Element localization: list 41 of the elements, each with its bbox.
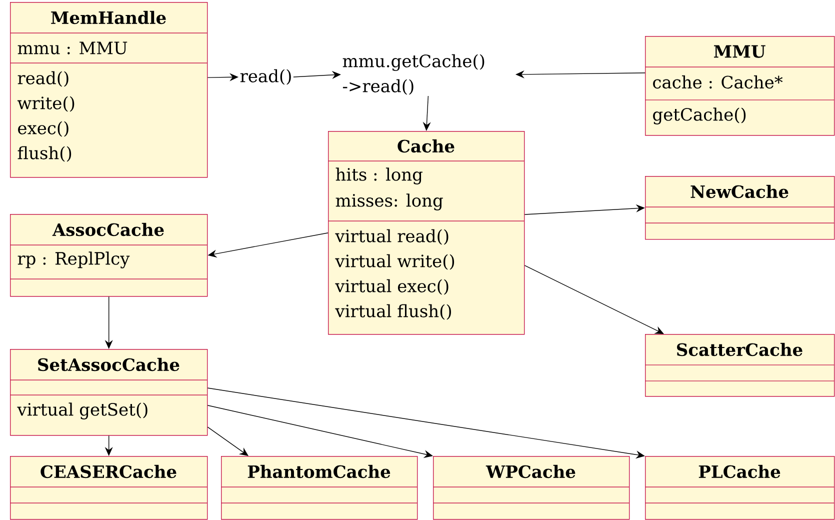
method-text: virtual write() [335, 254, 454, 270]
class-box [10, 456, 208, 520]
arrow [524, 265, 664, 334]
class-name: MemHandle [51, 10, 166, 24]
class-name: NewCache [690, 184, 788, 198]
class-name: CEASERCache [40, 464, 176, 478]
class-name: PhantomCache [248, 464, 390, 478]
method-text: read() [18, 71, 68, 87]
class-box [644, 456, 835, 520]
class-name: PLCache [698, 464, 780, 478]
class-name: AssocCache [52, 222, 164, 236]
attribute-text: mmu : MMU [18, 42, 128, 54]
class-name: SetAssocCache [38, 358, 180, 372]
class-box [10, 214, 208, 297]
class-box [328, 131, 525, 335]
class-name: MMU [714, 45, 766, 58]
class-box [10, 349, 208, 436]
method-text: exec() [18, 121, 68, 137]
attribute-text: hits : long [336, 168, 422, 184]
method-text: virtual getSet() [17, 402, 148, 420]
attribute-text: rp : ReplPlcy [18, 252, 130, 268]
call-text: read() [240, 69, 291, 85]
method-text: write() [17, 96, 74, 112]
method-text: virtual read() [335, 229, 448, 245]
class-box [644, 334, 835, 397]
class-box [644, 36, 835, 136]
class-box [10, 2, 208, 178]
method-text: flush() [18, 146, 72, 162]
class-box [220, 456, 418, 520]
call-text: mmu.getCache() ->read() [342, 54, 484, 95]
class-name: Cache [398, 139, 454, 153]
class-name: WPCache [486, 464, 576, 478]
class-box [644, 176, 835, 240]
method-text: virtual flush() [335, 304, 451, 320]
method-text: virtual exec() [335, 279, 448, 295]
attribute-text: cache : Cache* [653, 75, 783, 89]
arrow [207, 405, 433, 458]
method-text: getCache() [653, 108, 746, 124]
class-name: ScatterCache [677, 342, 802, 356]
attribute-text: misses: long [336, 194, 443, 210]
class-box [432, 456, 630, 520]
